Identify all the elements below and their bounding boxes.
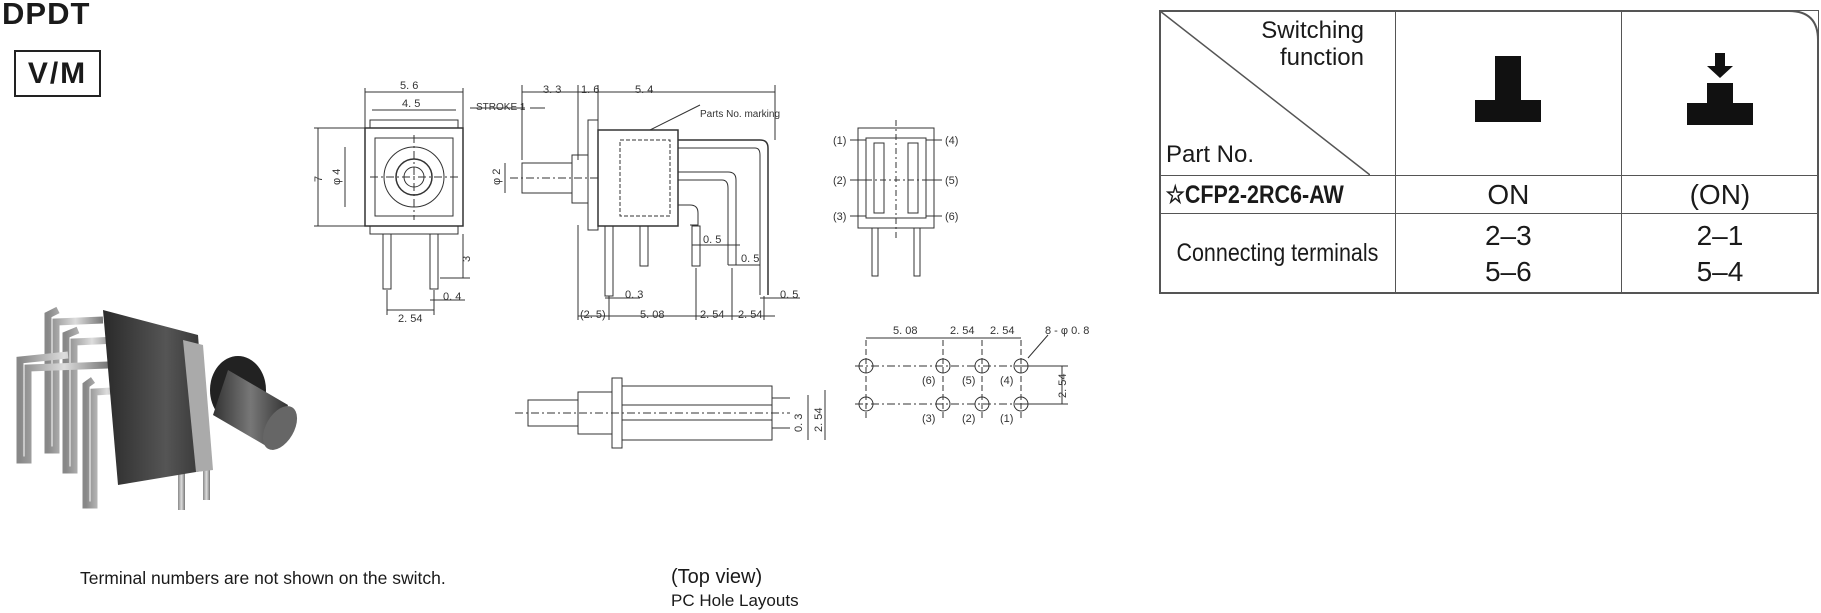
normal-terminals-cell: 2–3 5–6	[1394, 213, 1622, 294]
end-view	[850, 120, 945, 277]
dim-1-6: 1. 6	[581, 84, 599, 96]
dim-7: 7	[313, 176, 325, 182]
term-3: (3)	[833, 211, 846, 223]
part-no-label: Part No.	[1166, 141, 1255, 168]
side-view	[470, 85, 800, 320]
dim-5-08-b: 5. 08	[893, 325, 917, 337]
dim-0-5-c: 0. 5	[780, 289, 798, 301]
product-title: DPDT	[2, 0, 91, 31]
stroke-label: STROKE 1	[476, 102, 526, 113]
dim-2-54-c: 2. 54	[738, 309, 762, 321]
header-diagonal-cell: Switching function Part No.	[1159, 10, 1396, 176]
hole-1: (1)	[1000, 413, 1013, 425]
normal-position-cell	[1394, 10, 1622, 176]
state-pressed: (ON)	[1620, 175, 1820, 214]
term-2: (2)	[833, 175, 846, 187]
model-code-box: V/M	[14, 50, 101, 97]
pressed-position-cell	[1620, 10, 1820, 176]
normal-terminal-2: 5–6	[1484, 255, 1532, 287]
dim-3: 3	[461, 256, 473, 262]
pc-hole-layouts-label: PC Hole Layouts	[671, 591, 799, 610]
term-5: (5)	[945, 175, 958, 187]
photo-body	[103, 310, 208, 485]
pressed-terminal-2: 5–4	[1696, 255, 1744, 287]
dim-2-54-d: 2. 54	[813, 408, 825, 432]
dim-5-4: 5. 4	[635, 84, 653, 96]
hole-6: (6)	[922, 375, 935, 387]
term-1: (1)	[833, 135, 846, 147]
dim-5-6: 5. 6	[400, 80, 418, 92]
dim-0-4: 0. 4	[443, 291, 461, 303]
terminal-note: Terminal numbers are not shown on the sw…	[80, 568, 446, 588]
top-view-label: (Top view)	[671, 566, 763, 588]
normal-terminal-1: 2–3	[1484, 219, 1532, 251]
pressed-terminals-cell: 2–1 5–4	[1620, 213, 1820, 294]
hole-2: (2)	[962, 413, 975, 425]
part-number: ☆CFP2-2RC6-AW	[1159, 175, 1363, 214]
dim-2-54-b: 2. 54	[700, 309, 724, 321]
dim-8phi: 8 - φ 0. 8	[1045, 325, 1089, 337]
pc-hole-layout	[855, 334, 1068, 420]
connecting-label-cell: Connecting terminals	[1159, 213, 1396, 294]
state-normal: ON	[1394, 175, 1622, 214]
pressed-terminal-1: 2–1	[1696, 219, 1744, 251]
button-released-icon	[1475, 55, 1542, 122]
dim-3-3: 3. 3	[543, 84, 561, 96]
dim-2-54-a: 2. 54	[398, 313, 422, 325]
dim-2-54-g: 2. 54	[1057, 374, 1069, 398]
term-6: (6)	[945, 211, 958, 223]
dim-2-54-e: 2. 54	[950, 325, 974, 337]
dim-phi2: φ 2	[491, 169, 503, 185]
spec-table: Switching function Part No.	[1159, 10, 1820, 294]
diagonal-line	[1160, 11, 1370, 175]
model-code: V/M	[27, 56, 88, 90]
hole-5: (5)	[962, 375, 975, 387]
dim-5-08-a: 5. 08	[640, 309, 664, 321]
hole-3: (3)	[922, 413, 935, 425]
dim-0-3-a: 0. 3	[625, 289, 643, 301]
button-pressed-icon	[1686, 52, 1753, 125]
dim-0-5-a: 0. 5	[703, 234, 721, 246]
dim-0-3-b: 0. 3	[793, 414, 805, 432]
front-view	[314, 88, 470, 315]
hole-4: (4)	[1000, 375, 1013, 387]
technical-drawing: 5. 6 4. 5 7 φ 4 3 2. 54 0. 4 STROKE 1 3.…	[313, 80, 1089, 449]
switch-photo	[16, 306, 298, 510]
dim-2-5: (2. 5)	[580, 309, 606, 321]
dim-2-54-f: 2. 54	[990, 325, 1014, 337]
dim-4-5: 4. 5	[402, 98, 420, 110]
bottom-view	[515, 377, 826, 449]
parts-no-marking: Parts No. marking	[700, 109, 780, 120]
photo-pins	[16, 306, 210, 510]
term-4: (4)	[945, 135, 958, 147]
dim-0-5-b: 0. 5	[741, 253, 759, 265]
connecting-label: Connecting terminals	[1176, 239, 1379, 267]
dim-phi4: φ 4	[331, 169, 343, 185]
switching-function-label: Switching function	[1261, 17, 1364, 71]
